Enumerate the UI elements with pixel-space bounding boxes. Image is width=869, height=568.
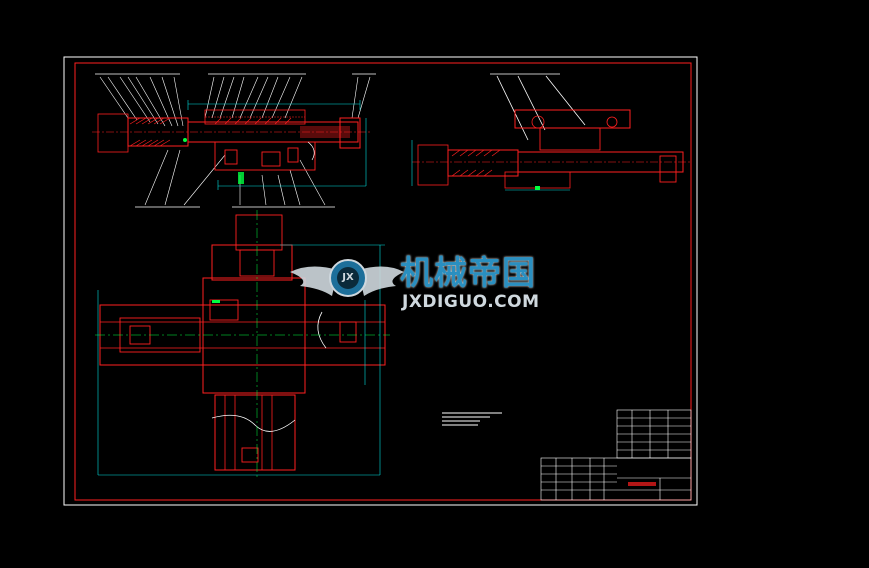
title-block-highlight (628, 482, 656, 486)
technical-notes (442, 412, 502, 426)
title-block (540, 409, 692, 501)
plan-view-bottom (95, 210, 390, 480)
wing-right-icon (358, 266, 404, 296)
wing-left-icon (290, 266, 338, 296)
sheet-outer-border (63, 56, 698, 506)
sheet-inner-frame (74, 62, 692, 501)
section-view-top-left (92, 73, 376, 208)
watermark-en-text: JXDIGUO.COM (402, 292, 540, 312)
section-view-top-right (411, 73, 690, 191)
watermark-logo (290, 259, 404, 297)
watermark-cn-text: 机械帝国 (400, 253, 536, 292)
watermark-logo-letters: JX (342, 272, 354, 283)
